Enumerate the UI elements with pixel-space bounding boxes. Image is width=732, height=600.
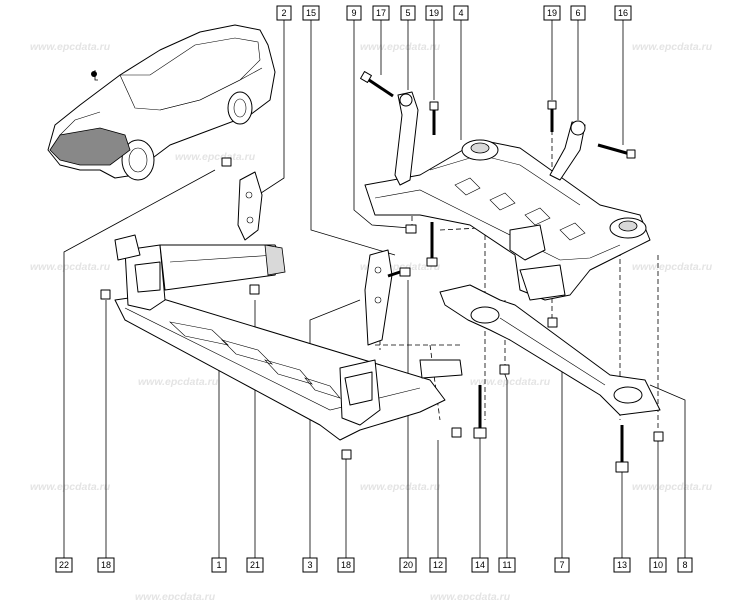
callout-14: 14 bbox=[471, 557, 489, 573]
front-crossmember bbox=[114, 234, 463, 441]
svg-text:18: 18 bbox=[341, 560, 351, 570]
watermarks: www.epcdata.ru www.epcdata.ru www.epcdat… bbox=[30, 41, 713, 600]
watermark: www.epcdata.ru bbox=[632, 481, 713, 493]
callout-6: 6 bbox=[570, 5, 586, 21]
watermark: www.epcdata.ru bbox=[360, 481, 441, 493]
svg-text:9: 9 bbox=[351, 8, 356, 18]
callout-19: 19 bbox=[425, 5, 443, 21]
svg-text:1: 1 bbox=[216, 560, 221, 570]
callout-18: 18 bbox=[337, 557, 355, 573]
stay-7 bbox=[439, 284, 661, 416]
watermark: www.epcdata.ru bbox=[175, 151, 256, 163]
svg-text:10: 10 bbox=[653, 560, 663, 570]
watermark: www.epcdata.ru bbox=[632, 41, 713, 53]
watermark: www.epcdata.ru bbox=[30, 481, 111, 493]
callout-16: 16 bbox=[614, 5, 632, 21]
watermark: www.epcdata.ru bbox=[138, 376, 219, 388]
callout-3: 3 bbox=[302, 557, 318, 573]
svg-text:3: 3 bbox=[307, 560, 312, 570]
tie-rods bbox=[394, 91, 586, 186]
svg-text:19: 19 bbox=[429, 8, 439, 18]
callout-17: 17 bbox=[372, 5, 390, 21]
callout-13: 13 bbox=[613, 557, 631, 573]
callout-1: 1 bbox=[211, 557, 227, 573]
watermark: www.epcdata.ru bbox=[135, 591, 216, 600]
bracket-2 bbox=[159, 171, 286, 291]
svg-text:14: 14 bbox=[475, 560, 485, 570]
callout-11: 11 bbox=[498, 557, 516, 573]
callout-20: 20 bbox=[399, 557, 417, 573]
svg-text:12: 12 bbox=[433, 560, 443, 570]
callout-9: 9 bbox=[346, 5, 362, 21]
svg-text:5: 5 bbox=[405, 8, 410, 18]
svg-text:16: 16 bbox=[618, 8, 628, 18]
watermark: www.epcdata.ru bbox=[470, 376, 551, 388]
bracket-3 bbox=[364, 249, 393, 346]
svg-text:11: 11 bbox=[502, 560, 511, 570]
watermark: www.epcdata.ru bbox=[30, 261, 111, 273]
callout-10: 10 bbox=[649, 557, 667, 573]
svg-text:21: 21 bbox=[250, 560, 260, 570]
callout-2: 2 bbox=[276, 5, 292, 21]
svg-text:13: 13 bbox=[617, 560, 627, 570]
svg-text:19: 19 bbox=[547, 8, 557, 18]
svg-text:7: 7 bbox=[559, 560, 564, 570]
callout-15: 15 bbox=[302, 5, 320, 21]
fasteners bbox=[100, 71, 664, 473]
callout-21: 21 bbox=[246, 557, 264, 573]
svg-text:17: 17 bbox=[376, 8, 386, 18]
svg-text:2: 2 bbox=[281, 8, 286, 18]
svg-text:20: 20 bbox=[403, 560, 413, 570]
svg-text:8: 8 bbox=[682, 560, 687, 570]
callout-5: 5 bbox=[400, 5, 416, 21]
callout-12: 12 bbox=[429, 557, 447, 573]
watermark: www.epcdata.ru bbox=[632, 261, 713, 273]
car-thumbnail bbox=[47, 24, 276, 181]
callout-7: 7 bbox=[554, 557, 570, 573]
subframe-4 bbox=[364, 139, 651, 301]
svg-text:4: 4 bbox=[458, 8, 463, 18]
callout-labels: 2 15 9 17 5 19 4 19 6 16 22 18 1 21 3 18… bbox=[55, 5, 693, 573]
callout-19: 19 bbox=[543, 5, 561, 21]
callout-22: 22 bbox=[55, 557, 73, 573]
svg-text:15: 15 bbox=[306, 8, 316, 18]
callout-18: 18 bbox=[97, 557, 115, 573]
svg-text:6: 6 bbox=[575, 8, 580, 18]
watermark: www.epcdata.ru bbox=[430, 591, 511, 600]
callout-4: 4 bbox=[453, 5, 469, 21]
svg-text:22: 22 bbox=[59, 560, 69, 570]
callout-8: 8 bbox=[677, 557, 693, 573]
watermark: www.epcdata.ru bbox=[30, 41, 111, 53]
svg-text:18: 18 bbox=[101, 560, 111, 570]
watermark: www.epcdata.ru bbox=[360, 41, 441, 53]
